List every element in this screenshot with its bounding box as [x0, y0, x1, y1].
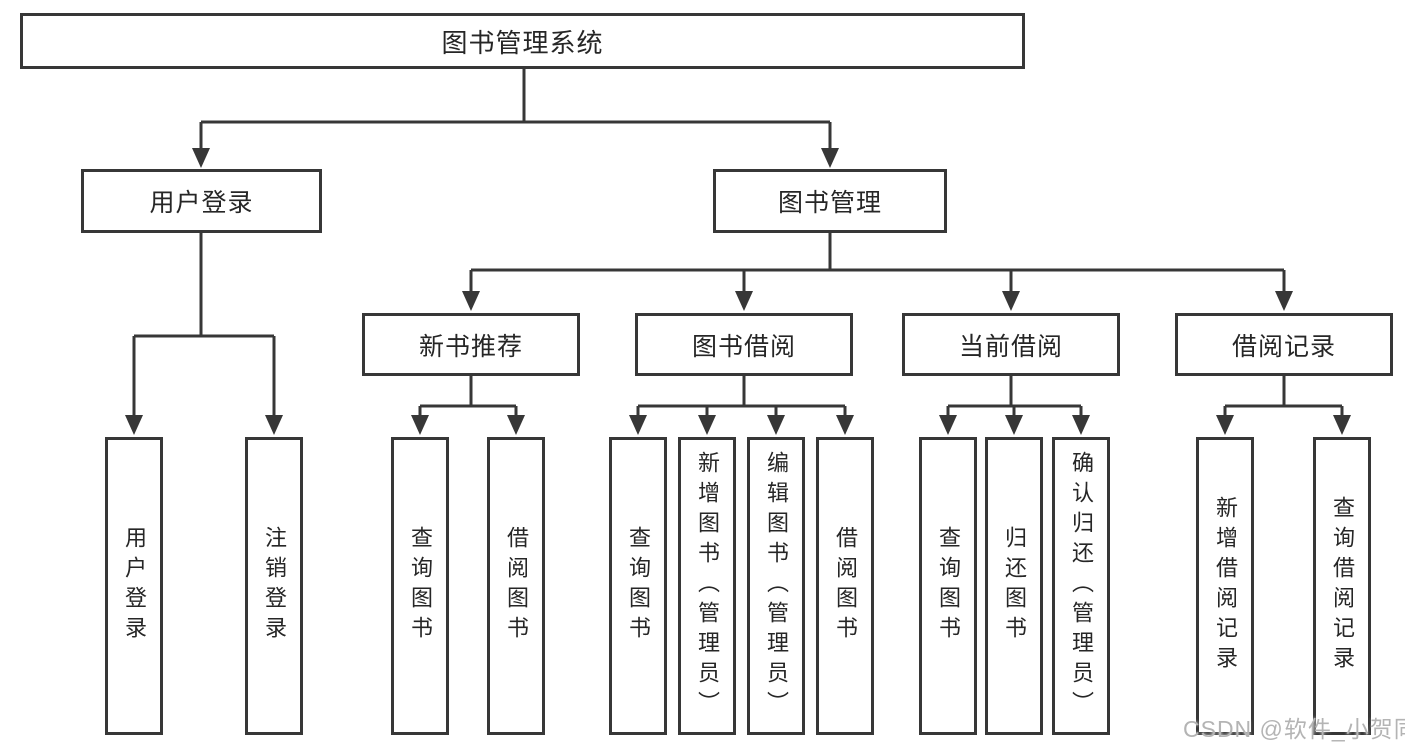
node-label: 借阅图书 [504, 526, 529, 646]
leaf-user-login: 用户登录 [105, 437, 163, 735]
node-label: 借阅记录 [1231, 332, 1336, 361]
node-label: 当前借阅 [958, 332, 1063, 361]
node-label: 图书管理 [777, 189, 882, 217]
leaf-query-books-recommend: 查询图书 [391, 437, 449, 735]
leaf-query-books-current: 查询图书 [919, 437, 977, 735]
node-label: 用户登录 [149, 189, 254, 217]
leaf-borrow-books-recommend: 借阅图书 [487, 437, 545, 735]
leaf-logout: 注销登录 [245, 437, 303, 735]
node-label: 新书推荐 [418, 332, 523, 361]
node-label: 借阅图书 [833, 526, 858, 646]
node-label: 图书管理系统 [441, 27, 604, 58]
node-library-system: 图书管理系统 [20, 13, 1025, 69]
node-label: 图书借阅 [691, 332, 796, 361]
node-book-management: 图书管理 [713, 169, 947, 233]
leaf-borrow-books: 借阅图书 [816, 437, 874, 735]
node-label: 新增借阅记录 [1213, 496, 1238, 676]
node-label: 新增图书（管理员） [695, 451, 720, 721]
node-label: 归还图书 [1002, 526, 1027, 646]
node-label: 查询借阅记录 [1330, 496, 1355, 676]
arrowhead-icons [125, 148, 1351, 435]
node-borrow-records: 借阅记录 [1175, 313, 1393, 376]
leaf-add-books-admin: 新增图书（管理员） [678, 437, 736, 735]
node-label: 查询图书 [408, 526, 433, 646]
node-label: 用户登录 [122, 526, 147, 646]
node-user-login: 用户登录 [81, 169, 322, 233]
leaf-return-books: 归还图书 [985, 437, 1043, 735]
leaf-edit-books-admin: 编辑图书（管理员） [747, 437, 805, 735]
node-current-borrow: 当前借阅 [902, 313, 1120, 376]
node-book-borrow: 图书借阅 [635, 313, 853, 376]
node-label: 编辑图书（管理员） [764, 451, 789, 721]
node-label: 确认归还（管理员） [1069, 451, 1094, 721]
node-label: 查询图书 [936, 526, 961, 646]
node-new-book-recommend: 新书推荐 [362, 313, 580, 376]
leaf-add-borrow-record: 新增借阅记录 [1196, 437, 1254, 735]
node-label: 查询图书 [626, 526, 651, 646]
leaf-confirm-return-admin: 确认归还（管理员） [1052, 437, 1110, 735]
node-label: 注销登录 [262, 526, 287, 646]
csdn-watermark: CSDN @软件_小贺同学 [1183, 716, 1405, 742]
leaf-query-books: 查询图书 [609, 437, 667, 735]
leaf-query-borrow-record: 查询借阅记录 [1313, 437, 1371, 735]
